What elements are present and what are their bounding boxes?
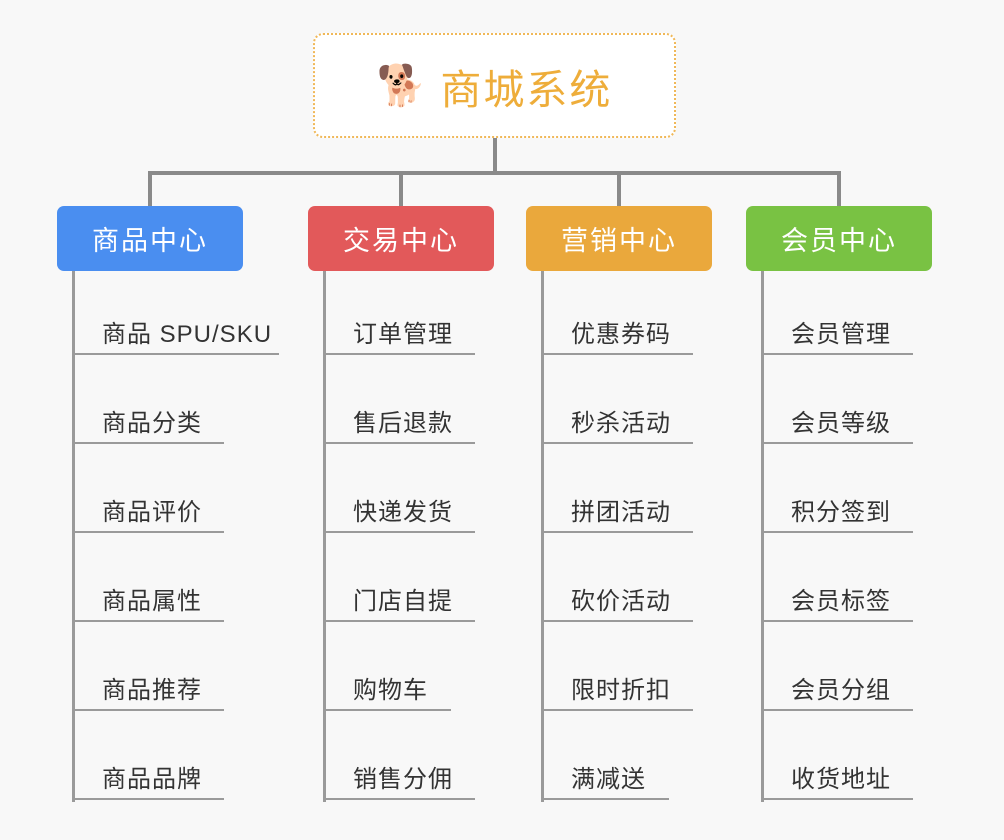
leaf-underline (72, 620, 224, 622)
leaf-label: 满减送 (571, 766, 646, 793)
leaf-underline (541, 798, 669, 800)
root-title: 商城系统 (440, 66, 613, 113)
connector-drop-4 (837, 171, 841, 208)
leaf-label: 拼团活动 (571, 499, 671, 526)
leaf-underline (761, 531, 913, 533)
leaf-label: 商品属性 (102, 588, 202, 615)
leaf-underline (323, 620, 475, 622)
connector-drop-3 (617, 171, 621, 208)
branch-header-product-center[interactable]: 商品中心 (57, 206, 243, 271)
leaf-label: 商品品牌 (102, 766, 202, 793)
leaf-underline (323, 353, 475, 355)
connector-drop-2 (399, 171, 403, 208)
connector-root-stem (493, 138, 497, 173)
leaf-label: 收货地址 (791, 766, 891, 793)
leaf-label: 商品分类 (102, 410, 202, 437)
leaf-underline (541, 709, 693, 711)
leaf-label: 会员管理 (791, 321, 891, 348)
shiba-dog-icon: 🐕 (376, 63, 427, 108)
leaf-label: 会员分组 (791, 677, 891, 704)
leaf-underline (72, 353, 279, 355)
leaf-underline (761, 798, 913, 800)
leaf-label: 限时折扣 (571, 677, 671, 704)
connector-drop-1 (148, 171, 152, 208)
leaf-underline (761, 620, 913, 622)
leaf-underline (72, 798, 224, 800)
leaf-label: 购物车 (353, 677, 428, 704)
leaf-label: 门店自提 (353, 588, 453, 615)
branch-header-trade-center[interactable]: 交易中心 (308, 206, 494, 271)
leaf-underline (541, 620, 693, 622)
branch-spine-member-center (761, 271, 764, 802)
leaf-underline (541, 353, 693, 355)
leaf-underline (761, 353, 913, 355)
leaf-underline (323, 442, 475, 444)
branch-spine-product-center (72, 271, 75, 802)
leaf-underline (761, 442, 913, 444)
branch-header-marketing-center[interactable]: 营销中心 (526, 206, 712, 271)
leaf-label: 会员等级 (791, 410, 891, 437)
branch-spine-marketing-center (541, 271, 544, 802)
leaf-underline (72, 531, 224, 533)
branch-header-member-center[interactable]: 会员中心 (746, 206, 932, 271)
leaf-label: 商品推荐 (102, 677, 202, 704)
branch-spine-trade-center (323, 271, 326, 802)
leaf-label: 积分签到 (791, 499, 891, 526)
leaf-label: 秒杀活动 (571, 410, 671, 437)
leaf-underline (323, 798, 475, 800)
leaf-label: 销售分佣 (353, 766, 453, 793)
leaf-label: 砍价活动 (571, 588, 671, 615)
leaf-underline (323, 531, 475, 533)
leaf-label: 优惠券码 (571, 321, 671, 348)
connector-horizontal-bus (150, 171, 840, 175)
leaf-label: 订单管理 (353, 321, 453, 348)
leaf-underline (761, 709, 913, 711)
leaf-underline (541, 531, 693, 533)
leaf-underline (72, 442, 224, 444)
leaf-label: 商品评价 (102, 499, 202, 526)
leaf-underline (72, 709, 224, 711)
leaf-label: 商品 SPU/SKU (102, 321, 273, 348)
leaf-label: 售后退款 (353, 410, 453, 437)
leaf-underline (323, 709, 451, 711)
leaf-underline (541, 442, 693, 444)
root-node[interactable]: 🐕 商城系统 (313, 33, 676, 138)
leaf-label: 会员标签 (791, 588, 891, 615)
leaf-label: 快递发货 (353, 499, 453, 526)
